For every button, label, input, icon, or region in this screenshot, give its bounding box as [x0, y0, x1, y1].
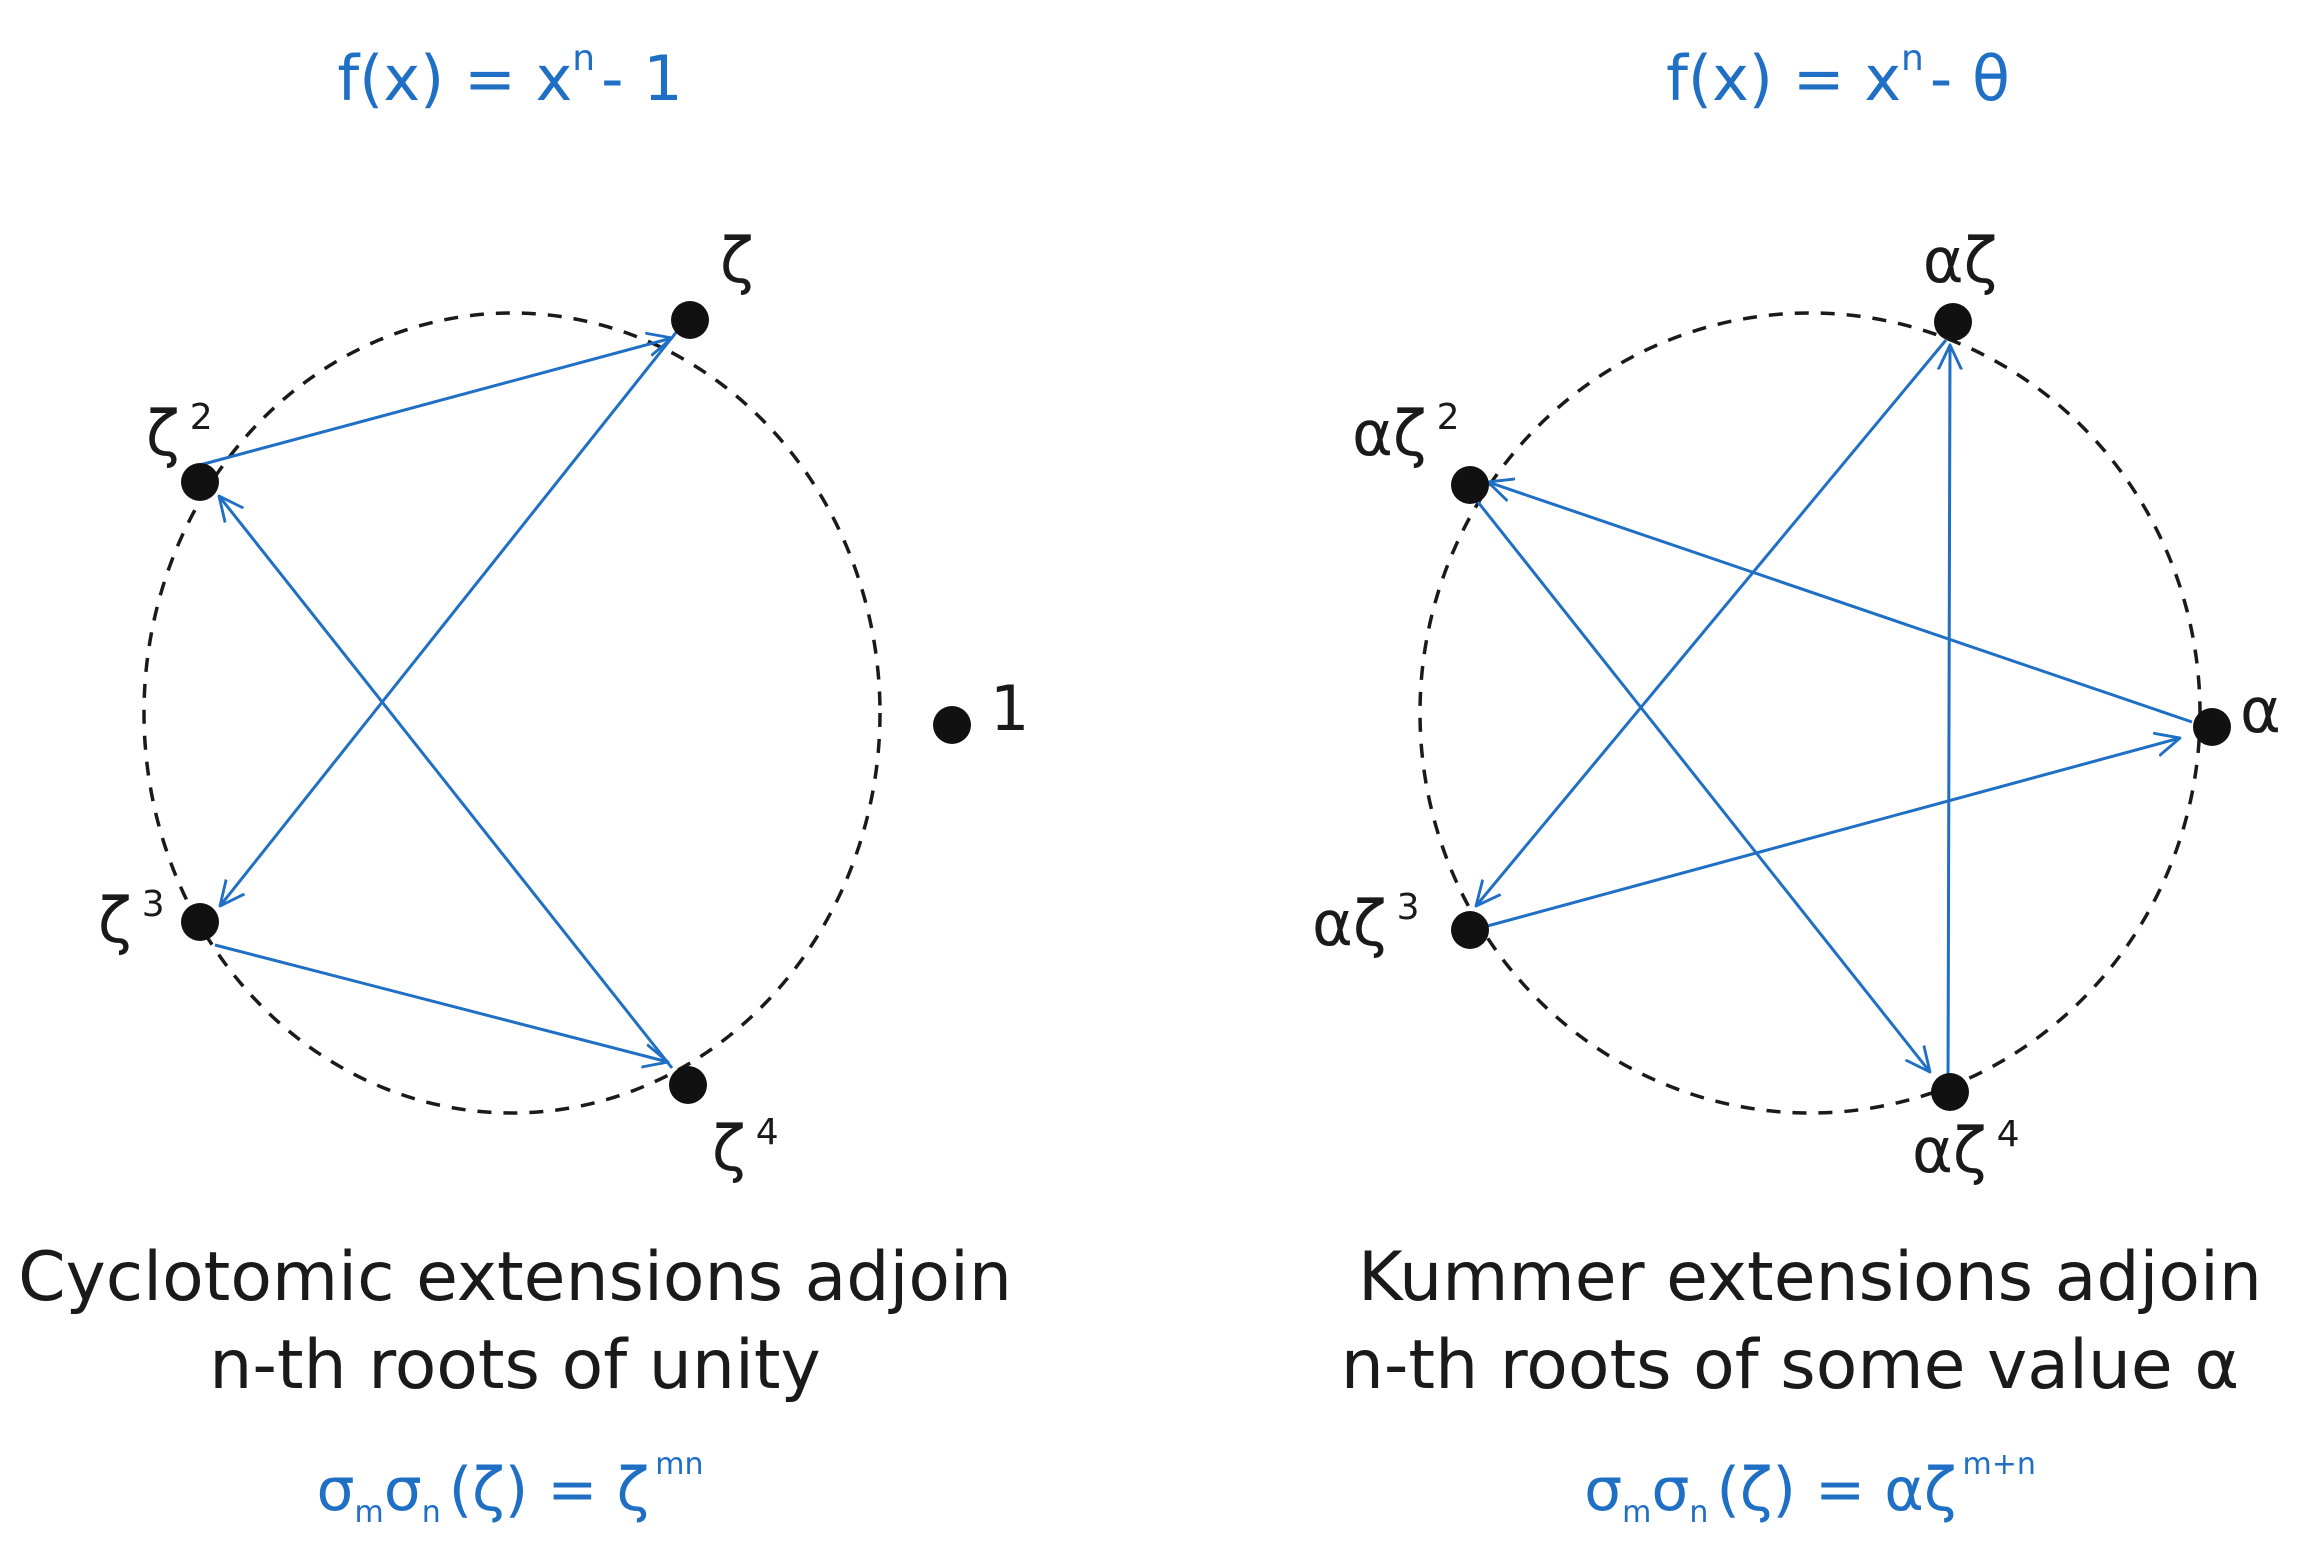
left-nodes — [181, 301, 971, 1104]
left-formula: f(x) = xn- 1 — [337, 38, 682, 115]
right-node-alpha-zeta4 — [1931, 1073, 1969, 1111]
right-formula: f(x) = xn- θ — [1666, 38, 2010, 115]
left-label-one: 1 — [990, 672, 1029, 745]
left-unit-circle — [142, 311, 882, 1115]
right-caption-line1: Kummer extensions adjoin — [1358, 1238, 2262, 1317]
left-edges — [199, 329, 680, 1069]
left-node-zeta — [671, 301, 709, 339]
right-label-alpha: α — [2240, 674, 2281, 747]
left-edge-zeta-to-zeta3 — [220, 329, 680, 906]
left-edge-zeta2-to-zeta — [199, 338, 672, 467]
right-edge-az-to-az3 — [1476, 339, 1948, 906]
left-caption-line1: Cyclotomic extensions adjoin — [18, 1238, 1012, 1317]
right-edge-az2-to-az4 — [1468, 491, 1930, 1072]
right-edges — [1468, 339, 2193, 1091]
right-node-alpha-zeta3 — [1451, 911, 1489, 949]
right-node-alpha-zeta2 — [1451, 466, 1489, 504]
left-caption-line2: n-th roots of unity — [209, 1326, 821, 1405]
left-label-zeta: ζ — [720, 224, 754, 297]
left-node-zeta3 — [181, 903, 219, 941]
right-node-alpha — [2193, 708, 2231, 746]
left-node-zeta4 — [669, 1066, 707, 1104]
right-caption-line2: n-th roots of some value α — [1341, 1326, 2239, 1405]
left-edge-zeta3-to-zeta4 — [214, 943, 668, 1062]
right-edge-a-to-az2 — [1488, 482, 2193, 724]
right-label-alpha-zeta: αζ — [1923, 224, 1998, 297]
right-node-alpha-zeta — [1934, 303, 1972, 341]
right-nodes — [1451, 303, 2231, 1111]
right-edge-az4-to-az — [1948, 345, 1950, 1091]
right-circle — [1418, 311, 2202, 1115]
left-node-zeta2 — [181, 463, 219, 501]
right-edge-az3-to-a — [1479, 738, 2180, 930]
left-node-one — [933, 706, 971, 744]
left-edge-zeta4-to-zeta2 — [219, 496, 674, 1069]
